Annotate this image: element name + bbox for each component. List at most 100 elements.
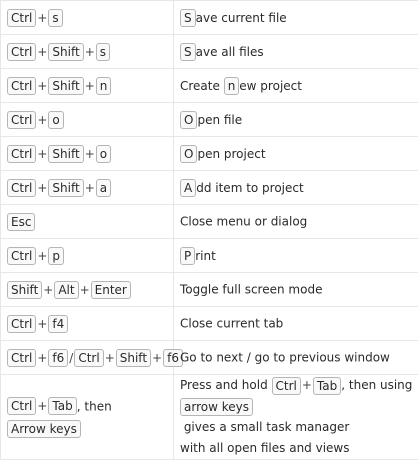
description-text: rint — [195, 249, 216, 263]
key-o: o — [96, 145, 111, 163]
description-text: with all open files and views — [180, 441, 350, 455]
shortcut-description-cell: Close menu or dialog — [174, 205, 418, 239]
access-key: n — [224, 77, 240, 95]
key-separator: + — [36, 395, 48, 417]
key-ctrl: Ctrl — [272, 377, 301, 395]
access-key: S — [180, 9, 196, 27]
key-shift: Shift — [48, 77, 83, 95]
key-separator: + — [36, 11, 48, 25]
key-separator: + — [36, 45, 48, 59]
shortcut-keys-cell: Ctrl+o — [1, 103, 174, 137]
key-separator: + — [36, 351, 48, 365]
description-text: pen project — [197, 147, 265, 161]
description-text: gives a small task manager — [180, 420, 349, 434]
key-tab: Tab — [313, 377, 341, 395]
access-key: P — [180, 247, 195, 265]
description-text: , then using — [341, 378, 412, 392]
description-text: Toggle full screen mode — [180, 283, 322, 297]
shortcut-keys-cell: Ctrl+f6/Ctrl+Shift+f6 — [1, 341, 174, 375]
key-ctrl: Ctrl — [7, 43, 36, 61]
access-key: O — [180, 145, 197, 163]
key-a: a — [96, 179, 111, 197]
key-separator: + — [36, 317, 48, 331]
key-ctrl: Ctrl — [7, 315, 36, 333]
shortcut-keys-cell: Ctrl+Tab, then Arrow keys — [1, 375, 174, 460]
shortcut-keys-cell: Ctrl+f4 — [1, 307, 174, 341]
shortcut-row: Esc Close menu or dialog — [1, 205, 418, 239]
key-ctrl: Ctrl — [7, 397, 36, 415]
shortcut-row: Shift+Alt+Enter Toggle full screen mode — [1, 273, 418, 307]
key-o: o — [48, 111, 63, 129]
access-key: S — [180, 43, 196, 61]
key-alt: Alt — [54, 281, 78, 299]
key-s: s — [96, 43, 110, 61]
key-separator: + — [301, 375, 313, 396]
key-p: p — [48, 247, 64, 265]
shortcut-keys-cell: Shift+Alt+Enter — [1, 273, 174, 307]
shortcut-keys-cell: Ctrl+Shift+o — [1, 137, 174, 171]
key-separator: + — [84, 79, 96, 93]
shortcut-description-cell: Press and hold Ctrl+Tab, then using arro… — [174, 375, 418, 460]
description-text: dd item to project — [196, 181, 303, 195]
key-separator: + — [104, 351, 116, 365]
key-arrow-keys: Arrow keys — [7, 420, 81, 438]
shortcut-keys-cell: Ctrl+p — [1, 239, 174, 273]
description-text: Close current tab — [180, 317, 283, 331]
shortcut-keys-cell: Esc — [1, 205, 174, 239]
description-line: with all open files and views — [180, 438, 418, 459]
description-line: Press and hold Ctrl+Tab, then using — [180, 375, 418, 396]
key-tab: Tab — [48, 397, 76, 415]
key-f6: f6 — [48, 349, 68, 367]
key-enter: Enter — [91, 281, 131, 299]
description-line: arrow keys gives a small task manager — [180, 396, 418, 438]
key-ctrl: Ctrl — [7, 349, 36, 367]
key-ctrl: Ctrl — [7, 247, 36, 265]
description-text: ave all files — [196, 45, 264, 59]
shortcut-description-cell: Toggle full screen mode — [174, 273, 418, 307]
key-n: n — [96, 77, 112, 95]
key-f4: f4 — [48, 315, 68, 333]
key-esc: Esc — [7, 213, 35, 231]
shortcut-description-cell: Close current tab — [174, 307, 418, 341]
shortcut-keys-cell: Ctrl+Shift+s — [1, 35, 174, 69]
shortcut-keys-cell: Ctrl+Shift+n — [1, 69, 174, 103]
description-text: Press and hold — [180, 378, 272, 392]
key-separator: + — [36, 79, 48, 93]
key-separator: + — [84, 181, 96, 195]
shortcut-keys-cell: Ctrl+Shift+a — [1, 171, 174, 205]
description-text: Close menu or dialog — [180, 215, 307, 229]
description-text: pen file — [197, 113, 242, 127]
key-separator: + — [42, 283, 54, 297]
key-ctrl: Ctrl — [7, 111, 36, 129]
key-shift: Shift — [48, 179, 83, 197]
key-separator: + — [151, 351, 163, 365]
description-text: ave current file — [196, 11, 287, 25]
key-ctrl: Ctrl — [7, 77, 36, 95]
key-separator: + — [84, 45, 96, 59]
key-separator: + — [36, 113, 48, 127]
key-separator: + — [84, 147, 96, 161]
key-shift: Shift — [7, 281, 42, 299]
key-separator: + — [36, 181, 48, 195]
key-ctrl: Ctrl — [74, 349, 103, 367]
key-ctrl: Ctrl — [7, 179, 36, 197]
key-separator: + — [79, 283, 91, 297]
key-ctrl: Ctrl — [7, 9, 36, 27]
key-shift: Shift — [48, 145, 83, 163]
keys-line: Arrow keys — [7, 417, 173, 439]
shortcut-row: Ctrl+f4 Close current tab — [1, 307, 418, 341]
key-shift: Shift — [48, 43, 83, 61]
